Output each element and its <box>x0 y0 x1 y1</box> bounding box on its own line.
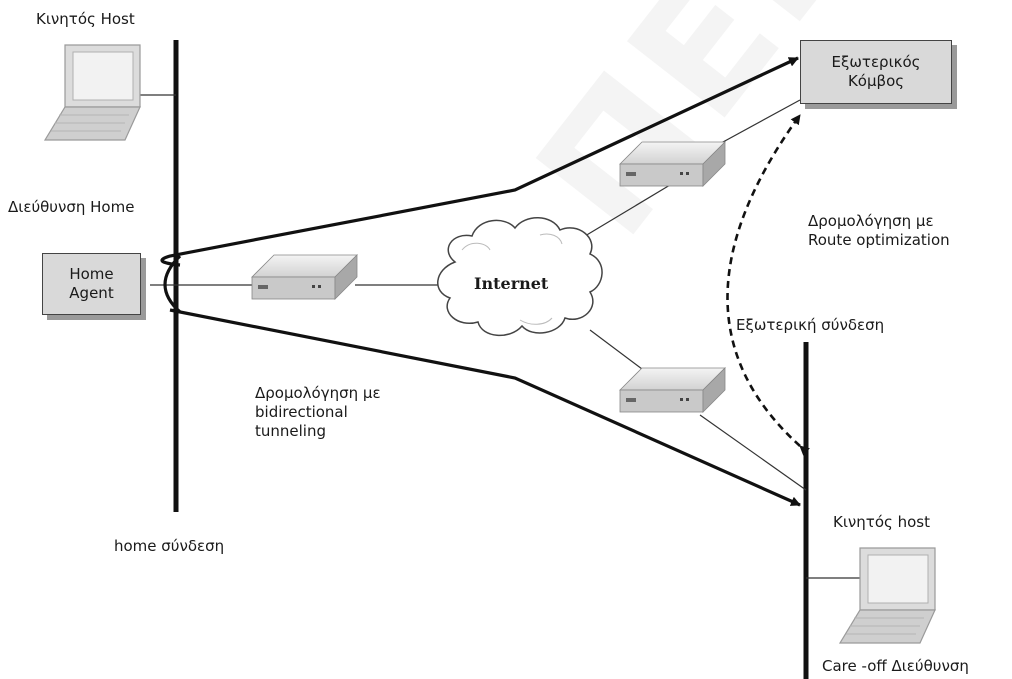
router-icon <box>619 141 726 187</box>
route-opt-line: Δρομολόγηση με <box>808 212 934 230</box>
router-icon <box>619 367 726 413</box>
laptop-icon <box>43 44 141 141</box>
home-agent-label: Agent <box>69 284 114 302</box>
internet-label: Internet <box>474 274 549 293</box>
bidirectional-line: bidirectional <box>255 403 348 421</box>
foreign-node-box: Εξωτερικός Κόμβος <box>800 40 952 104</box>
cloud-icon <box>437 217 603 336</box>
bidirectional-line: tunneling <box>255 422 326 440</box>
bidirectional-line: Δρομολόγηση με <box>255 384 381 402</box>
foreign-node-label: Εξωτερικός <box>831 53 921 71</box>
tunnel-path-lower <box>169 308 801 507</box>
laptop-icon <box>838 547 936 644</box>
care-of-address-label: Care -off Διεύθυνση <box>822 657 969 675</box>
mobile-host-label: Κινητός host <box>833 513 930 531</box>
home-link-label: home σύνδεση <box>114 537 225 555</box>
lower-router-to-foreign-link-line <box>699 414 807 491</box>
internet-to-lower-router-line <box>589 329 651 376</box>
top-host-label: Κινητός Host <box>36 10 135 28</box>
bidirectional-routing-label: Δρομολόγηση με bidirectional tunneling <box>255 384 381 441</box>
foreign-node-label: Κόμβος <box>847 72 905 90</box>
route-optimization-arc <box>726 114 811 456</box>
home-agent-box: Home Agent <box>42 253 141 315</box>
tunnel-path-loop <box>163 254 182 314</box>
foreign-link-label: Εξωτερική σύνδεση <box>736 316 885 334</box>
route-optimization-label: Δρομολόγηση με Route optimization <box>808 212 950 250</box>
route-opt-line: Route optimization <box>808 231 950 249</box>
router-icon <box>251 254 358 300</box>
home-address-label: Διεύθυνση Home <box>8 198 135 216</box>
home-agent-label: Home <box>69 265 114 283</box>
